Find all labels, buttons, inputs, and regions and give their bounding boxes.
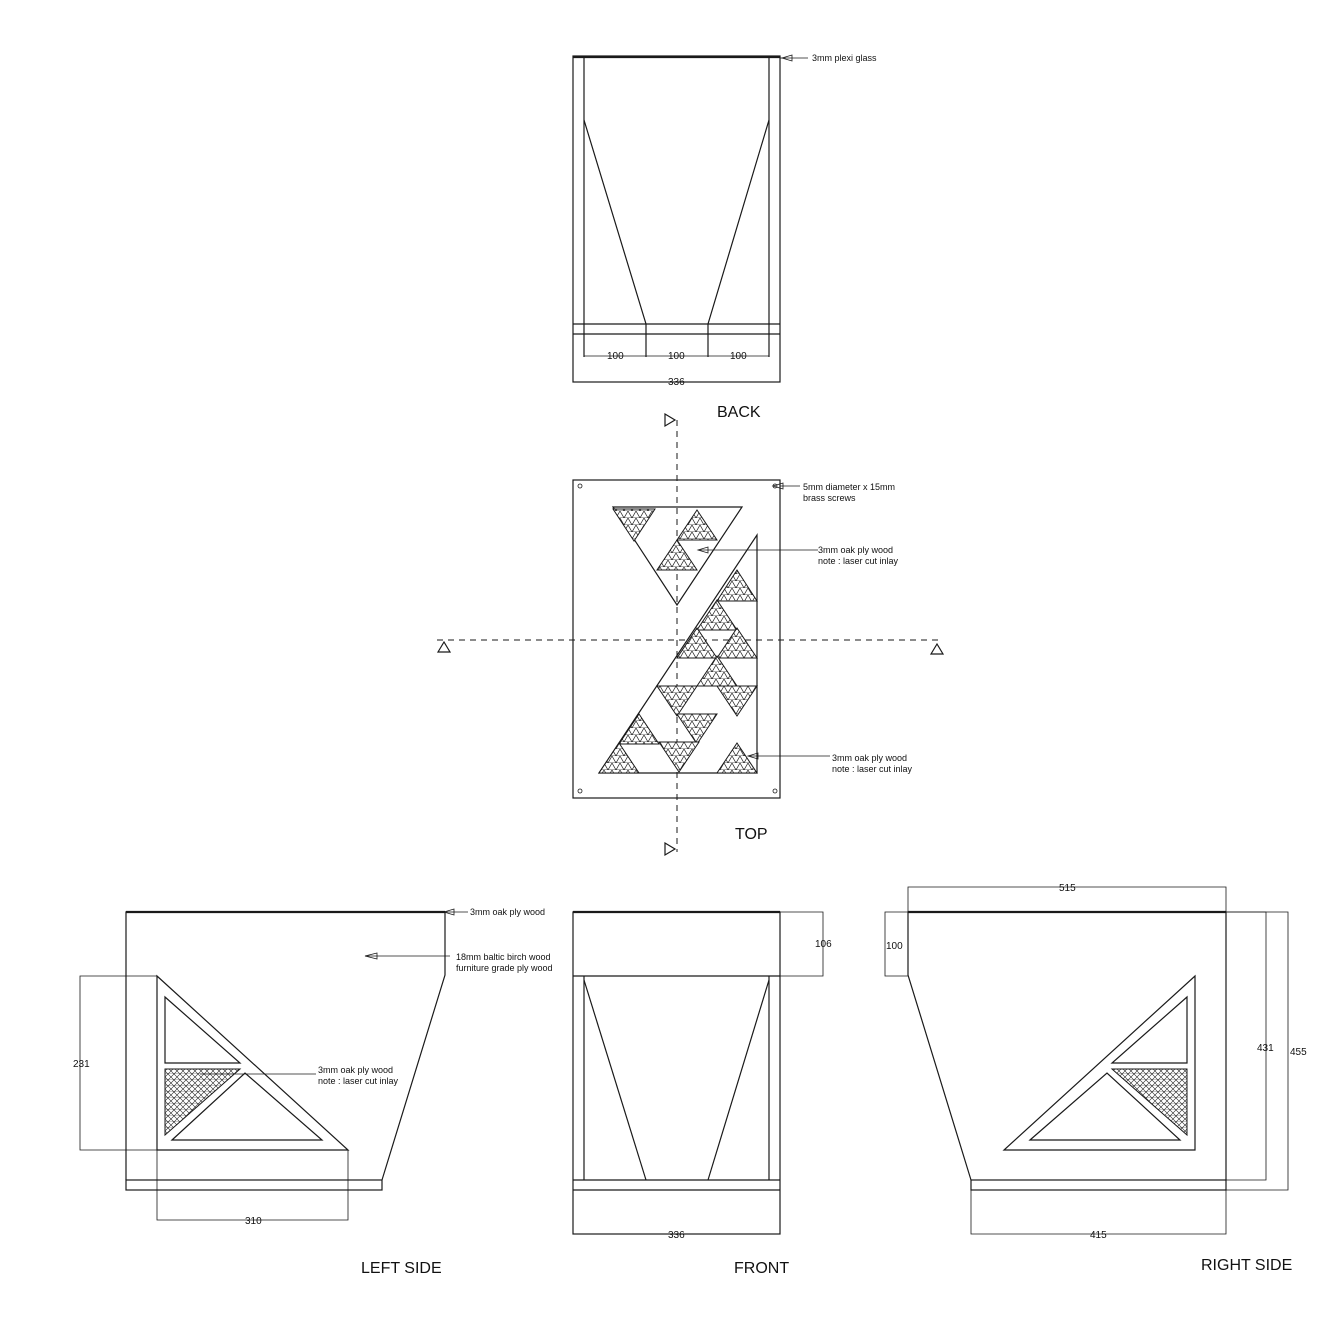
inlay-triangle <box>676 713 718 745</box>
right-side-view: 515 100 431 455 415 RIGHT SIDE <box>884 883 1307 1274</box>
back-title: BACK <box>717 404 761 421</box>
inlay-hatch <box>164 1068 242 1137</box>
top-note-inlay2-2: note : laser cut inlay <box>832 764 913 774</box>
inlay-triangle <box>658 741 700 773</box>
left-side-view: 231 310 3mm oak ply wood 18mm baltic bir… <box>73 907 553 1277</box>
back-note-plexi: 3mm plexi glass <box>812 53 877 63</box>
left-dim-height: 231 <box>73 1059 90 1070</box>
front-dim-width: 336 <box>668 1230 685 1241</box>
inlay-triangle <box>716 685 758 717</box>
top-note-screws-2: brass screws <box>803 493 856 503</box>
right-dim-left: 100 <box>886 941 903 952</box>
section-marker-top <box>664 412 677 428</box>
inlay-triangle <box>656 539 698 571</box>
left-dim-width: 310 <box>245 1216 262 1227</box>
inlay-hatch <box>1110 1068 1188 1137</box>
back-dim-b: 100 <box>668 351 685 362</box>
inlay-triangle <box>716 627 758 659</box>
inlay-triangle <box>598 742 640 774</box>
back-dim-a: 100 <box>607 351 624 362</box>
section-marker-right <box>929 642 945 655</box>
inlay-triangle <box>676 627 718 659</box>
inlay-triangle <box>716 742 758 774</box>
right-dim-bottom-width: 415 <box>1090 1230 1107 1241</box>
top-note-screws-1: 5mm diameter x 15mm <box>803 482 895 492</box>
inlay-triangle <box>676 509 718 541</box>
left-note-top: 3mm oak ply wood <box>470 907 545 917</box>
left-note-body-2: furniture grade ply wood <box>456 963 553 973</box>
front-title: FRONT <box>734 1260 789 1277</box>
top-view: 5mm diameter x 15mm brass screws 3mm oak… <box>436 412 945 857</box>
back-dim-c: 100 <box>730 351 747 362</box>
top-note-inlay1-2: note : laser cut inlay <box>818 556 899 566</box>
right-side-title: RIGHT SIDE <box>1201 1257 1292 1274</box>
screw-hole <box>577 483 583 489</box>
right-dim-height: 455 <box>1290 1047 1307 1058</box>
back-dim-width: 336 <box>668 377 685 388</box>
top-note-inlay2-1: 3mm oak ply wood <box>832 753 907 763</box>
inlay-triangle <box>612 508 656 542</box>
inlay-triangle <box>656 685 698 717</box>
left-note-inlay-1: 3mm oak ply wood <box>318 1065 393 1075</box>
section-marker-bottom <box>664 841 677 857</box>
inlay-triangle <box>618 713 660 745</box>
screw-hole <box>772 788 778 794</box>
inlay-triangle <box>696 599 738 631</box>
front-dim-top: 106 <box>815 939 832 950</box>
left-side-title: LEFT SIDE <box>361 1260 442 1277</box>
section-marker-left <box>436 640 452 653</box>
left-note-body-1: 18mm baltic birch wood <box>456 952 551 962</box>
front-view: 106 336 FRONT <box>572 910 832 1277</box>
back-view: 100 100 100 336 3mm plexi glass BACK <box>572 53 877 421</box>
screw-hole <box>577 788 583 794</box>
right-dim-inner-height: 431 <box>1257 1043 1274 1054</box>
top-title: TOP <box>735 826 768 843</box>
inlay-triangle <box>696 655 738 687</box>
left-note-inlay-2: note : laser cut inlay <box>318 1076 399 1086</box>
inlay-triangle <box>716 569 758 602</box>
top-note-inlay1-1: 3mm oak ply wood <box>818 545 893 555</box>
right-dim-top-width: 515 <box>1059 883 1076 894</box>
